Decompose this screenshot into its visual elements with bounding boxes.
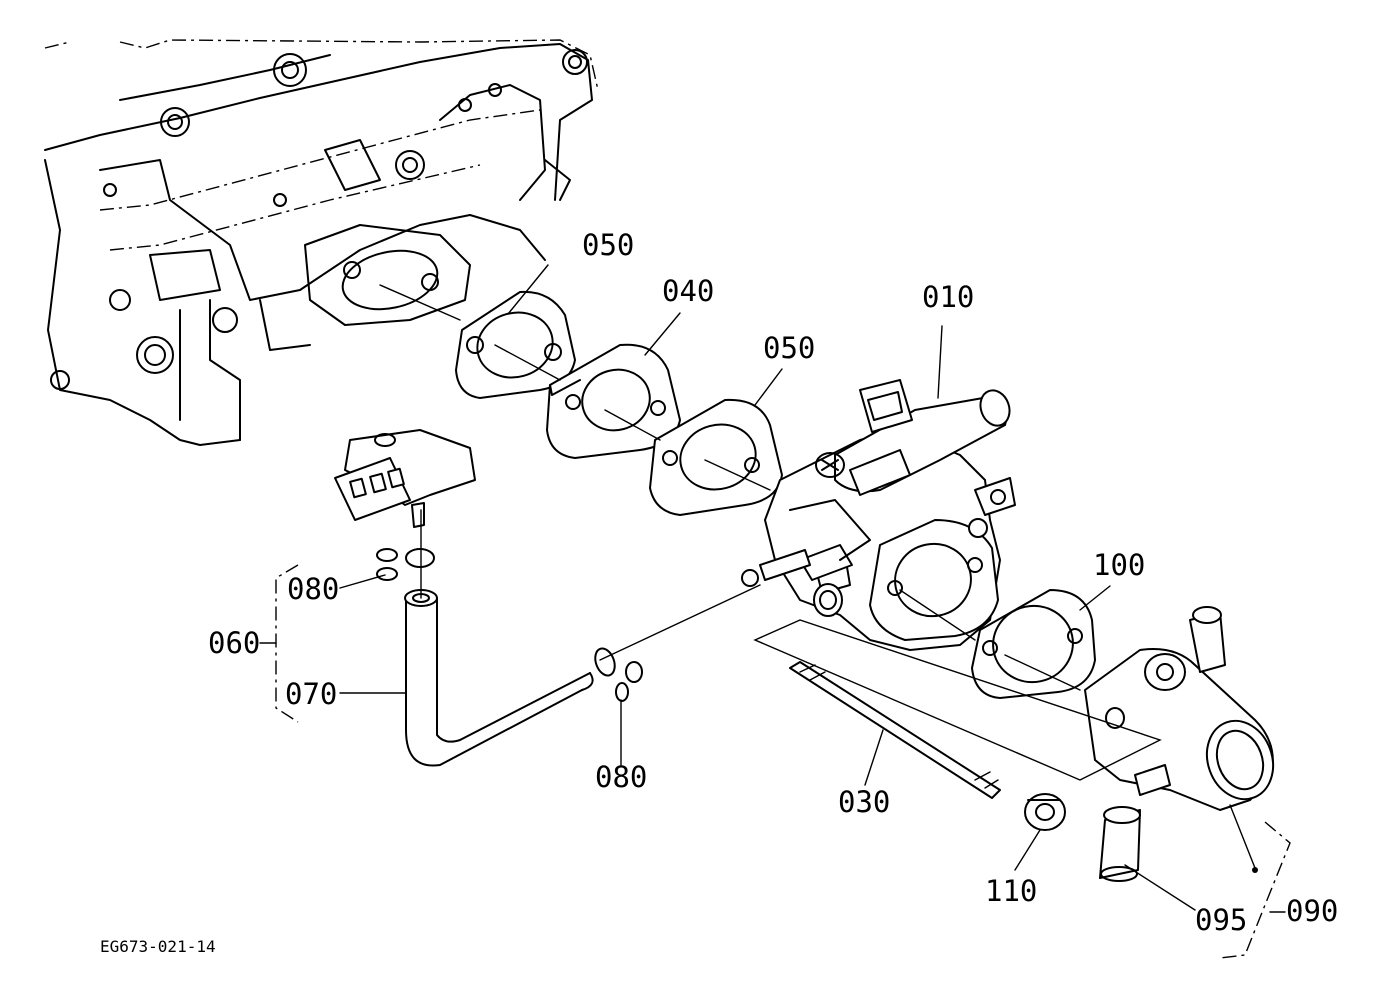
- figure-id: EG673-021-14: [100, 937, 216, 956]
- clip-080-upper: [376, 548, 435, 581]
- callout-050-upper: 050: [582, 228, 634, 262]
- callout-095: 095: [1195, 903, 1247, 937]
- callout-080-lower: 080: [595, 760, 647, 794]
- flange-nut-110: [1024, 793, 1066, 831]
- callout-050-lower: 050: [763, 331, 815, 365]
- gasket-100: [971, 589, 1096, 699]
- assembly-bracket-060: [259, 564, 299, 723]
- callout-070: 070: [285, 677, 337, 711]
- spacer-pipe-095: [1099, 806, 1141, 882]
- clip-080-lower: [594, 647, 643, 702]
- stud-bolt-030: [789, 661, 1001, 799]
- callout-030: 030: [838, 785, 890, 819]
- callout-110: 110: [985, 874, 1037, 908]
- water-flange-090: [1084, 606, 1275, 811]
- leader-lines: [339, 264, 1258, 911]
- gasket-040: [546, 343, 681, 459]
- hose-070: [404, 589, 594, 767]
- pressure-sensor: [334, 429, 476, 528]
- assembly-bracket-090: [1219, 821, 1291, 959]
- callout-080-upper: 080: [287, 572, 339, 606]
- callout-010: 010: [922, 280, 974, 314]
- callout-060: 060: [208, 626, 260, 660]
- thermostat-housing-010: [741, 379, 1016, 651]
- callout-100: 100: [1093, 548, 1145, 582]
- callout-090: 090: [1286, 894, 1338, 928]
- engine-block: [44, 39, 599, 446]
- gasket-050-lower: [649, 398, 783, 516]
- callout-040: 040: [662, 274, 714, 308]
